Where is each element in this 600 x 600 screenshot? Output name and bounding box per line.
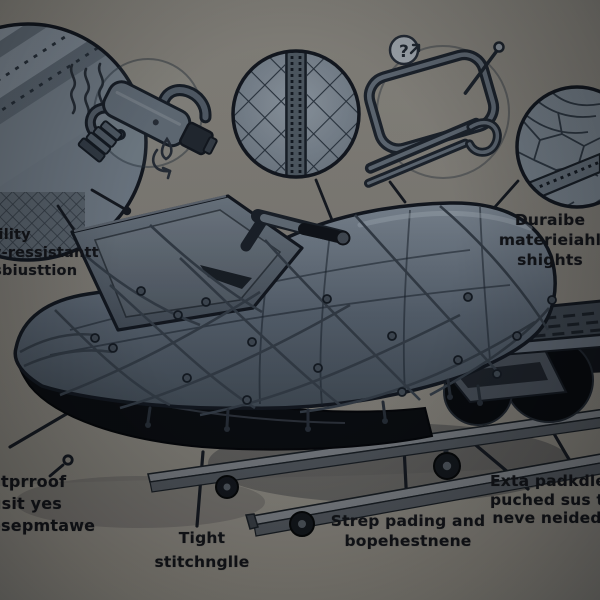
dolly-far-rail xyxy=(147,408,600,493)
netting-knots xyxy=(90,286,557,405)
callout-tight: Tight stitchnglle xyxy=(140,526,264,574)
callout-quality-line3: isbiusttion xyxy=(0,263,78,280)
quilted-fabric-closeup-icon xyxy=(231,49,361,179)
textured-fabric-closeup-icon xyxy=(515,85,600,209)
callout-extra-line1: Exta padkdle xyxy=(490,472,600,490)
callout-tight-line1: Tight xyxy=(178,529,226,547)
dolly-casters xyxy=(215,450,461,537)
handlebar xyxy=(240,209,351,252)
handlebar-grip-cap xyxy=(335,230,351,246)
callout-quality: uility w-ressistantt isbiusttion xyxy=(0,226,108,280)
callout-waterproof-line2: usit yes xyxy=(0,494,63,514)
callout-durable-line3: shights xyxy=(517,250,583,269)
cover-netting xyxy=(19,205,550,417)
heat-gun-icon xyxy=(69,58,218,180)
callout-quality-line1: uility xyxy=(0,227,31,243)
zipper-seam-icon xyxy=(285,51,307,177)
callout-strap-line1: Strep pading and xyxy=(330,512,486,530)
netting-toggles xyxy=(145,378,483,432)
callout-extra-line3: neve neided xyxy=(492,509,600,528)
question-badge-icon: ? xyxy=(388,34,421,66)
callout-waterproof-line3: esepmtawe xyxy=(0,516,96,536)
strap-buckle-icon: ? xyxy=(363,34,510,188)
callout-strap-line2: bopehestnene xyxy=(344,532,472,551)
drip-arrow-icon xyxy=(151,136,173,180)
callout-waterproof-line1: atprroof xyxy=(0,472,67,491)
callout-extra: Exta padkdle puched sus to neve neided xyxy=(490,472,600,528)
callout-durable: Duraibe materieiahl shights xyxy=(498,211,600,270)
pointer-dot xyxy=(122,206,132,216)
callout-waterproof: atprroof usit yes esepmtawe xyxy=(0,471,130,537)
callout-durable-line1: Duraibe xyxy=(514,211,586,229)
rail-end-cap xyxy=(245,513,259,530)
callout-strap: Strep pading and bopehestnene xyxy=(326,511,490,551)
callout-quality-line2: w-ressistantt xyxy=(0,245,99,262)
callout-durable-line2: materieiahl xyxy=(498,230,600,249)
question-badge-text: ? xyxy=(399,42,409,62)
dolly-near-rail xyxy=(245,453,600,537)
console-vent xyxy=(200,265,252,289)
callout-extra-line2: puched sus to xyxy=(490,490,600,509)
callout-tight-line2: stitchnglle xyxy=(154,553,250,572)
